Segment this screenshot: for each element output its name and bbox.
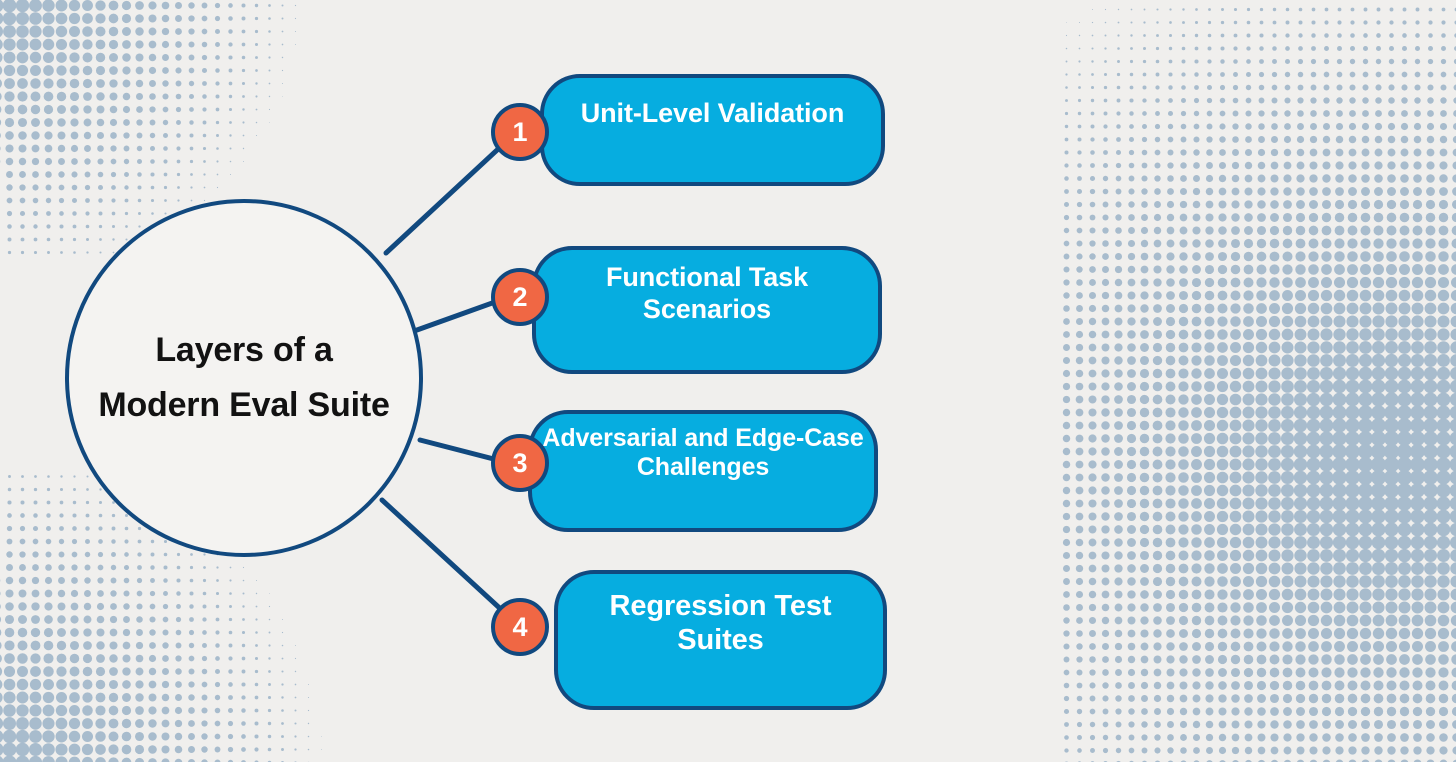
node-badge-number-1: 1 — [512, 116, 528, 147]
node-box-1[interactable]: Unit-Level Validation — [540, 74, 885, 186]
node-label-3: Adversarial and Edge-Case Challenges — [542, 424, 864, 482]
connector-line-1 — [383, 136, 512, 256]
node-label-4: Regression Test Suites — [609, 590, 832, 656]
node-badge-4[interactable]: 4 — [491, 598, 549, 656]
node-box-2[interactable]: Functional Task Scenarios — [532, 246, 882, 374]
node-box-4[interactable]: Regression Test Suites — [554, 570, 887, 710]
node-label-2: Functional Task Scenarios — [605, 262, 809, 324]
node-badge-number-4: 4 — [512, 611, 528, 642]
node-badge-2[interactable]: 2 — [491, 268, 549, 326]
central-topic-circle: Layers of a Modern Eval Suite — [65, 199, 423, 557]
node-label-1: Unit-Level Validation — [580, 98, 845, 128]
node-badge-number-2: 2 — [512, 281, 528, 312]
node-badge-3[interactable]: 3 — [491, 434, 549, 492]
node-box-3[interactable]: Adversarial and Edge-Case Challenges — [528, 410, 878, 532]
node-badge-number-3: 3 — [512, 447, 528, 478]
node-badge-1[interactable]: 1 — [491, 103, 549, 161]
connector-line-4 — [379, 497, 508, 616]
page-title: Layers of a Modern Eval Suite — [98, 330, 390, 424]
